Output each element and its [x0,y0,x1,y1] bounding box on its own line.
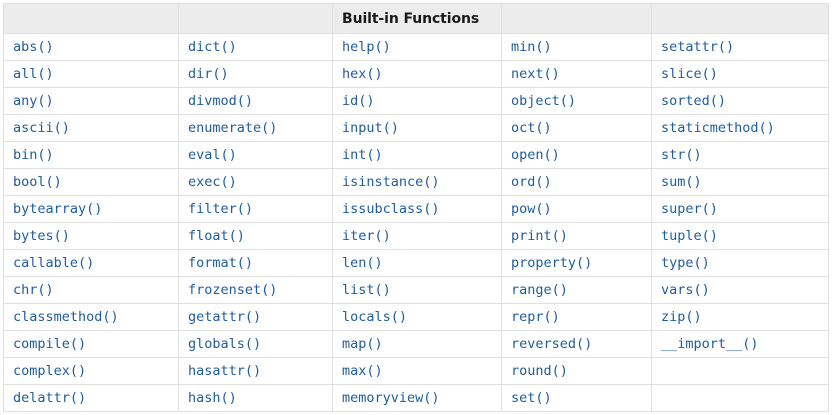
function-name-cell[interactable]: iter() [332,222,502,250]
function-name-cell[interactable]: oct() [501,114,652,142]
function-name-cell[interactable]: setattr() [651,33,829,61]
function-name-cell[interactable]: issubclass() [332,195,502,223]
empty-cell [651,384,829,412]
function-name-cell[interactable]: eval() [178,141,333,169]
table-row: compile()globals()map()reversed()__impor… [3,330,829,358]
function-name-cell[interactable]: len() [332,249,502,277]
function-name-cell[interactable]: staticmethod() [651,114,829,142]
function-name-cell[interactable]: open() [501,141,652,169]
header-cell-2 [178,3,333,34]
function-name-cell[interactable]: input() [332,114,502,142]
function-name-cell[interactable]: tuple() [651,222,829,250]
function-name-cell[interactable]: bytes() [3,222,179,250]
function-name-cell[interactable]: frozenset() [178,276,333,304]
function-name-cell[interactable]: print() [501,222,652,250]
table-row: delattr()hash()memoryview()set() [3,384,829,412]
function-name-cell[interactable]: zip() [651,303,829,331]
table-row: ascii()enumerate()input()oct()staticmeth… [3,114,829,142]
function-name-cell[interactable]: type() [651,249,829,277]
table-row: chr()frozenset()list()range()vars() [3,276,829,304]
function-name-cell[interactable]: pow() [501,195,652,223]
function-name-cell[interactable]: str() [651,141,829,169]
function-name-cell[interactable]: complex() [3,357,179,385]
table-row: classmethod()getattr()locals()repr()zip(… [3,303,829,331]
function-name-cell[interactable]: all() [3,60,179,88]
table-body: abs()dict()help()min()setattr()all()dir(… [3,33,829,412]
function-name-cell[interactable]: reversed() [501,330,652,358]
function-name-cell[interactable]: memoryview() [332,384,502,412]
function-name-cell[interactable]: exec() [178,168,333,196]
function-name-cell[interactable]: set() [501,384,652,412]
header-cell-5 [651,3,829,34]
function-name-cell[interactable]: bin() [3,141,179,169]
function-name-cell[interactable]: round() [501,357,652,385]
function-name-cell[interactable]: help() [332,33,502,61]
function-name-cell[interactable]: sorted() [651,87,829,115]
header-cell-4 [501,3,652,34]
table-row: complex()hasattr()max()round() [3,357,829,385]
table-title: Built-in Functions [332,3,502,34]
function-name-cell[interactable]: super() [651,195,829,223]
function-name-cell[interactable]: dict() [178,33,333,61]
table-row: all()dir()hex()next()slice() [3,60,829,88]
function-name-cell[interactable]: locals() [332,303,502,331]
function-name-cell[interactable]: property() [501,249,652,277]
function-name-cell[interactable]: repr() [501,303,652,331]
function-name-cell[interactable]: hash() [178,384,333,412]
function-name-cell[interactable]: compile() [3,330,179,358]
function-name-cell[interactable]: ord() [501,168,652,196]
function-name-cell[interactable]: bool() [3,168,179,196]
table-row: bytes()float()iter()print()tuple() [3,222,829,250]
table-row: bool()exec()isinstance()ord()sum() [3,168,829,196]
function-name-cell[interactable]: slice() [651,60,829,88]
function-name-cell[interactable]: range() [501,276,652,304]
function-name-cell[interactable]: bytearray() [3,195,179,223]
function-name-cell[interactable]: dir() [178,60,333,88]
function-name-cell[interactable]: int() [332,141,502,169]
function-name-cell[interactable]: isinstance() [332,168,502,196]
table-row: callable()format()len()property()type() [3,249,829,277]
table-row: bytearray()filter()issubclass()pow()supe… [3,195,829,223]
function-name-cell[interactable]: any() [3,87,179,115]
table-row: abs()dict()help()min()setattr() [3,33,829,61]
function-name-cell[interactable]: hasattr() [178,357,333,385]
function-name-cell[interactable]: __import__() [651,330,829,358]
function-name-cell[interactable]: next() [501,60,652,88]
function-name-cell[interactable]: map() [332,330,502,358]
builtin-functions-table-container: Built-in Functions abs()dict()help()min(… [3,3,829,412]
function-name-cell[interactable]: max() [332,357,502,385]
function-name-cell[interactable]: chr() [3,276,179,304]
function-name-cell[interactable]: object() [501,87,652,115]
function-name-cell[interactable]: callable() [3,249,179,277]
header-cell-1 [3,3,179,34]
function-name-cell[interactable]: float() [178,222,333,250]
function-name-cell[interactable]: id() [332,87,502,115]
function-name-cell[interactable]: vars() [651,276,829,304]
empty-cell [651,357,829,385]
function-name-cell[interactable]: delattr() [3,384,179,412]
function-name-cell[interactable]: globals() [178,330,333,358]
function-name-cell[interactable]: enumerate() [178,114,333,142]
function-name-cell[interactable]: list() [332,276,502,304]
function-name-cell[interactable]: filter() [178,195,333,223]
table-row: any()divmod()id()object()sorted() [3,87,829,115]
function-name-cell[interactable]: classmethod() [3,303,179,331]
function-name-cell[interactable]: min() [501,33,652,61]
table-header-row: Built-in Functions [3,3,829,34]
table-header: Built-in Functions [3,3,829,34]
function-name-cell[interactable]: abs() [3,33,179,61]
function-name-cell[interactable]: sum() [651,168,829,196]
table-row: bin()eval()int()open()str() [3,141,829,169]
function-name-cell[interactable]: hex() [332,60,502,88]
function-name-cell[interactable]: divmod() [178,87,333,115]
function-name-cell[interactable]: getattr() [178,303,333,331]
function-name-cell[interactable]: ascii() [3,114,179,142]
builtin-functions-table: Built-in Functions abs()dict()help()min(… [3,3,829,412]
function-name-cell[interactable]: format() [178,249,333,277]
